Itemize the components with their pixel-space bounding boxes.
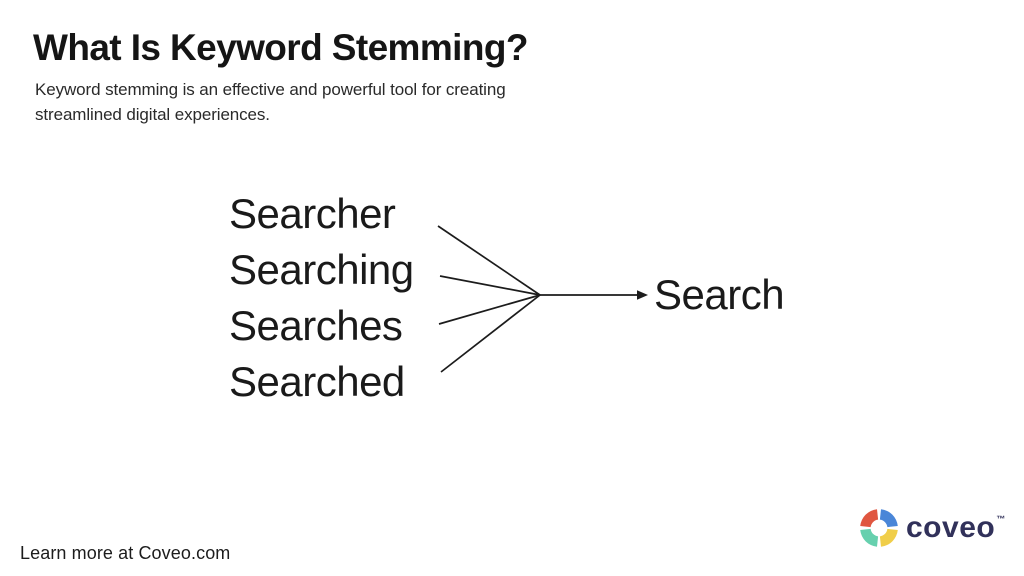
subtitle-line-1: Keyword stemming is an effective and pow… xyxy=(35,80,506,99)
variant-word-searches: Searches xyxy=(229,302,403,349)
variant-word-list: Searcher Searching Searches Searched xyxy=(229,186,414,410)
coveo-logo-segment-blue xyxy=(879,509,898,528)
variant-word-searching: Searching xyxy=(229,246,414,293)
page-title: What Is Keyword Stemming? xyxy=(33,27,528,68)
coveo-logo-segment-red xyxy=(860,509,879,528)
stem-word: Search xyxy=(654,271,785,318)
trademark-symbol: ™ xyxy=(996,514,1006,524)
arrow-line-searches xyxy=(438,294,541,325)
arrowhead-icon xyxy=(637,290,648,300)
coveo-logo-segment-yellow xyxy=(879,528,898,547)
footer-link-text: Learn more at Coveo.com xyxy=(20,543,231,563)
coveo-logo-segment-teal xyxy=(860,528,879,547)
arrow-line-searcher xyxy=(437,225,541,296)
variant-word-searched: Searched xyxy=(229,358,405,405)
coveo-logo: coveo ™ xyxy=(859,506,1006,550)
variant-word-searcher: Searcher xyxy=(229,190,396,237)
arrow-line-searching xyxy=(439,275,541,296)
subtitle: Keyword stemming is an effective and pow… xyxy=(35,77,506,127)
coveo-logo-icon xyxy=(860,509,898,547)
coveo-logo-text: coveo xyxy=(906,511,996,544)
arrow-line-searched xyxy=(440,294,541,373)
subtitle-line-2: streamlined digital experiences. xyxy=(35,105,270,124)
